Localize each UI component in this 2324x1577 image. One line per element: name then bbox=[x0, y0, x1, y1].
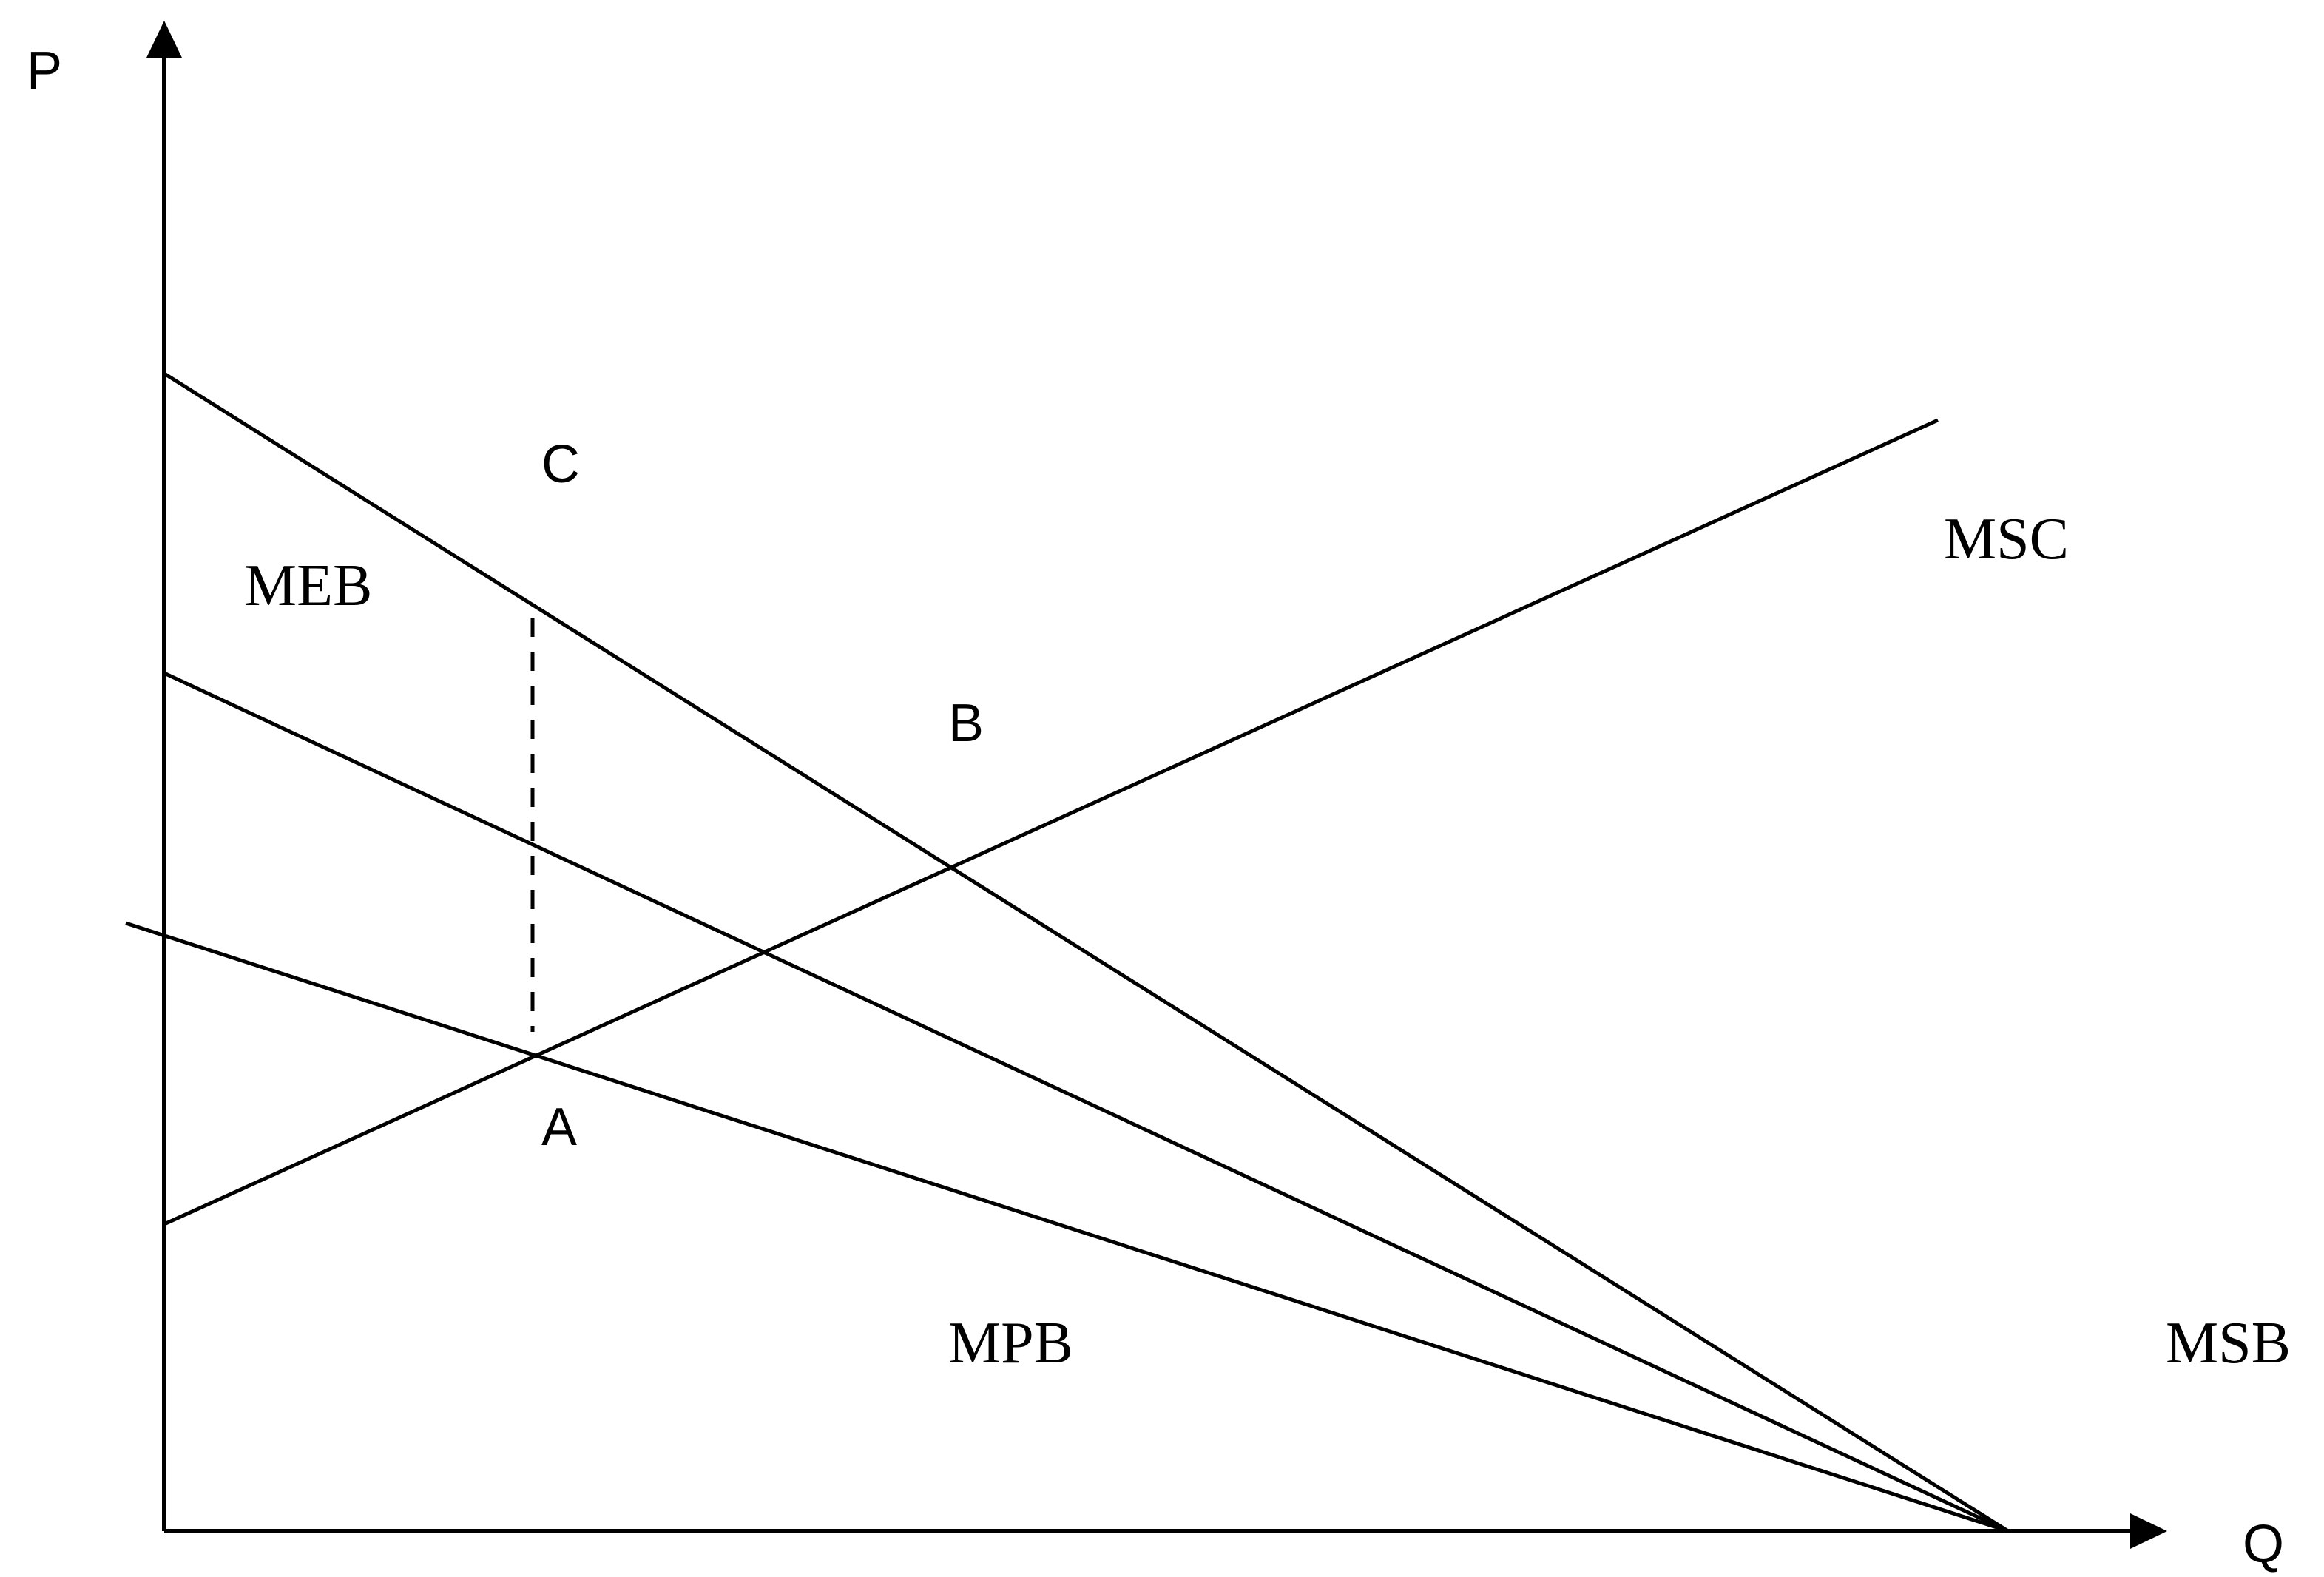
curves bbox=[125, 371, 2010, 1533]
point-a-label: A bbox=[541, 1098, 577, 1157]
msc-curve bbox=[163, 418, 1939, 1226]
point-b-label: B bbox=[948, 694, 984, 753]
axes bbox=[162, 55, 2130, 1533]
x-axis-label: Q bbox=[2243, 1515, 2284, 1574]
msc-label: MSC bbox=[1944, 507, 2069, 572]
meb-curve bbox=[125, 921, 2009, 1533]
x-axis-arrowhead bbox=[2130, 1513, 2167, 1549]
point-c-label: C bbox=[541, 435, 580, 494]
y-axis-arrowhead bbox=[146, 21, 182, 58]
meb-label: MEB bbox=[244, 553, 372, 618]
y-axis-label: P bbox=[27, 41, 62, 101]
mpb-curve bbox=[163, 671, 2010, 1533]
msb-curve bbox=[163, 371, 2010, 1533]
mpb-label: MPB bbox=[948, 1311, 1073, 1376]
msb-label: MSB bbox=[2166, 1311, 2291, 1376]
